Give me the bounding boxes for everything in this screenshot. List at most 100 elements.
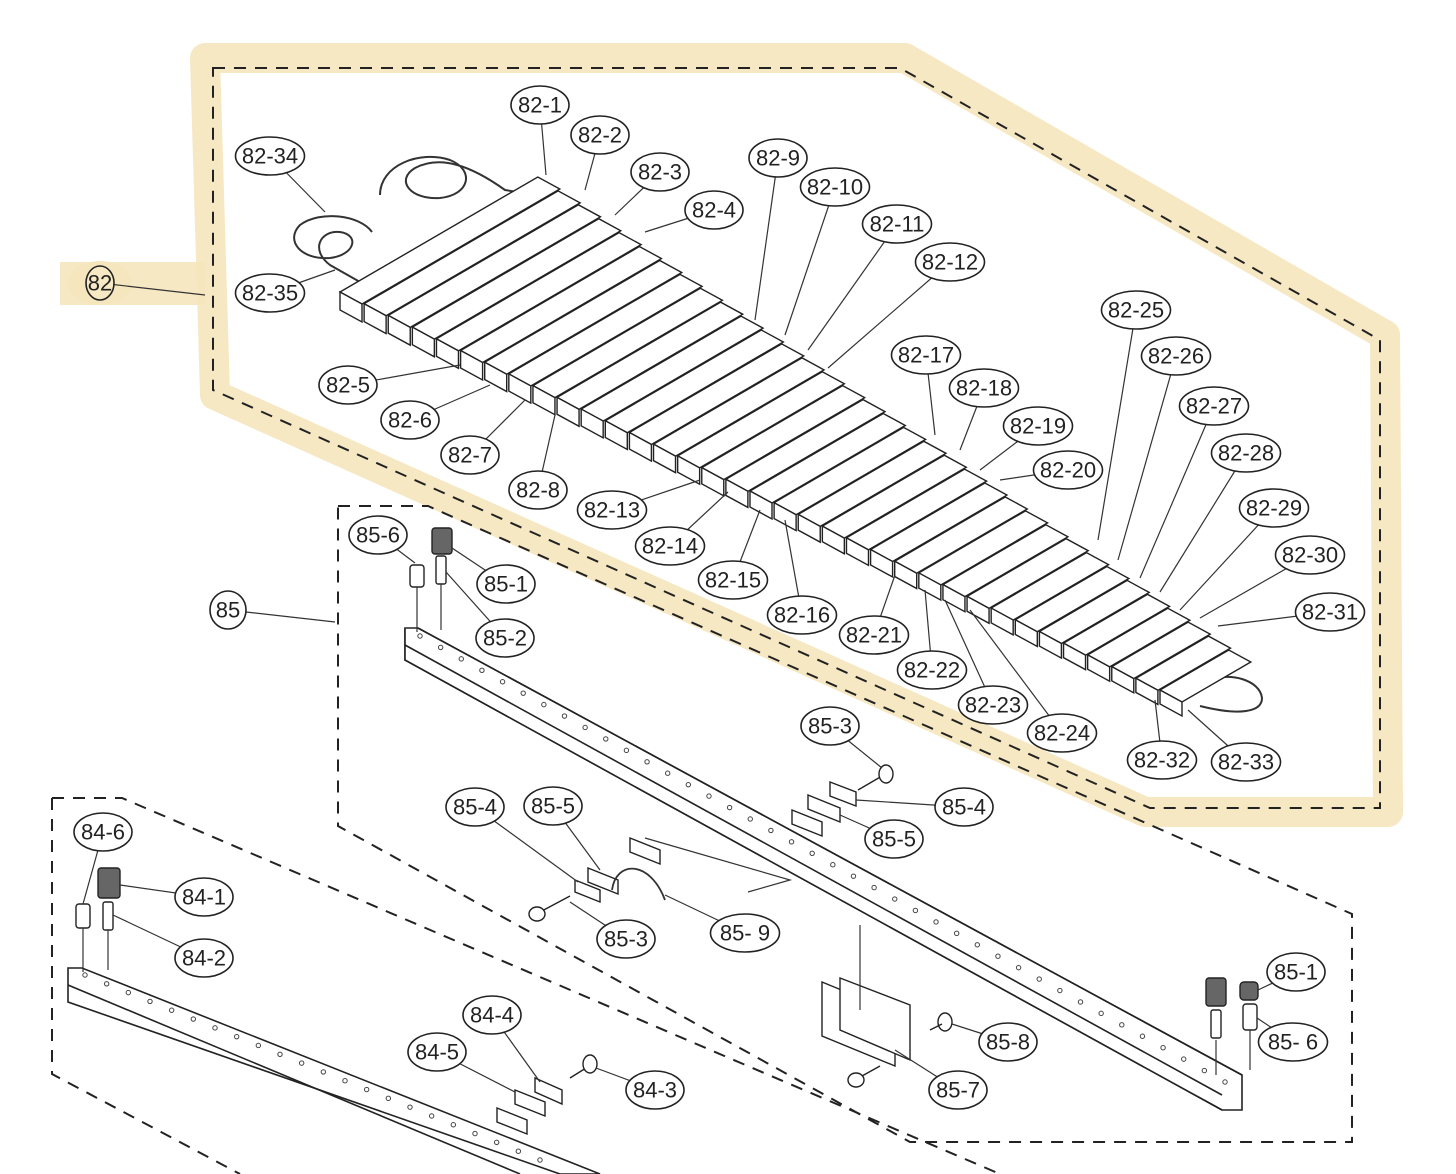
callout-label: 85-1 bbox=[484, 572, 528, 597]
callout-label: 82-11 bbox=[870, 212, 925, 237]
clip-85-1-right bbox=[1205, 977, 1227, 1007]
heater-slat bbox=[1134, 635, 1232, 706]
callout-label: 85-7 bbox=[936, 1078, 980, 1103]
heater-slat bbox=[531, 287, 724, 416]
callout-85-7: 85-7 bbox=[928, 1070, 988, 1110]
callout-label: 82 bbox=[88, 271, 112, 296]
rail-hole bbox=[428, 1113, 435, 1119]
heater-slat bbox=[965, 537, 1090, 625]
rail-hole bbox=[437, 644, 444, 651]
callout-label: 82-4 bbox=[692, 198, 736, 223]
rail-hole bbox=[953, 930, 960, 937]
callout-85-6a: 85-6 bbox=[348, 515, 408, 555]
callout-label: 82-23 bbox=[965, 693, 1021, 718]
callout-82-24: 82-24 bbox=[1026, 713, 1098, 753]
callout-label: 82-19 bbox=[1010, 414, 1066, 439]
leader-line bbox=[969, 609, 1063, 734]
rail-hole bbox=[1222, 1079, 1228, 1085]
rail-hole bbox=[82, 972, 88, 978]
rail-hole bbox=[644, 759, 650, 765]
rail-hole bbox=[255, 1042, 262, 1049]
callout-label: 85-5 bbox=[872, 827, 916, 852]
rail-85-holes bbox=[417, 633, 1228, 1085]
callout-85-3b: 85-3 bbox=[596, 919, 656, 959]
heater-slat bbox=[362, 190, 582, 335]
callout-label: 82-25 bbox=[1108, 298, 1164, 323]
rail-hole bbox=[561, 713, 568, 719]
pin-84-2 bbox=[102, 901, 114, 931]
rail-hole bbox=[233, 1033, 240, 1040]
heater-slat bbox=[1062, 593, 1171, 671]
rail-hole bbox=[912, 907, 919, 914]
callout-label: 85- 6 bbox=[1268, 1030, 1318, 1055]
stud-84-6 bbox=[75, 903, 91, 929]
leader-line bbox=[1097, 309, 1137, 541]
rail-hole bbox=[788, 839, 795, 845]
callout-85-8: 85-8 bbox=[978, 1022, 1038, 1062]
callout-82-27: 82-27 bbox=[1178, 386, 1250, 426]
clip-85-1-top bbox=[431, 527, 453, 555]
callout-82-1: 82-1 bbox=[510, 85, 570, 125]
callout-82-14: 82-14 bbox=[634, 526, 706, 566]
clip-84-1 bbox=[97, 867, 121, 899]
rail-hole bbox=[1139, 1033, 1146, 1039]
rail-hole bbox=[1015, 964, 1022, 971]
callout-82-12: 82-12 bbox=[914, 242, 986, 282]
callout-label: 82-15 bbox=[705, 568, 761, 593]
heater-slat bbox=[1158, 649, 1253, 718]
heater-slat bbox=[748, 412, 907, 521]
heater-slat bbox=[869, 482, 1009, 579]
leader-line bbox=[99, 282, 206, 296]
callout-82-11: 82-11 bbox=[861, 204, 933, 244]
callout-label: 84-6 bbox=[81, 820, 125, 845]
rail-hole bbox=[1201, 1067, 1208, 1074]
callout-label: 82-35 bbox=[242, 281, 298, 306]
callout-label: 82-30 bbox=[1282, 543, 1338, 568]
heater-slat bbox=[989, 551, 1110, 637]
callout-label: 84-5 bbox=[415, 1040, 459, 1065]
rail-hole bbox=[493, 1139, 500, 1146]
callout-82-19: 82-19 bbox=[1002, 406, 1074, 446]
leader-line bbox=[754, 157, 779, 321]
callout-label: 85-4 bbox=[453, 795, 497, 820]
callout-85-5b: 85-5 bbox=[523, 786, 583, 826]
rail-hole bbox=[1160, 1044, 1166, 1051]
rail-hole bbox=[168, 1007, 175, 1013]
callout-label: 82-1 bbox=[518, 93, 562, 118]
heater-slat bbox=[435, 231, 643, 370]
callout-82-21: 82-21 bbox=[838, 615, 910, 655]
callout-82-16: 82-16 bbox=[766, 595, 838, 635]
callout-85-6b: 85- 6 bbox=[1257, 1022, 1329, 1062]
heater-slat bbox=[652, 357, 826, 474]
callout-label: 84-1 bbox=[182, 885, 226, 910]
leader-line bbox=[807, 223, 898, 351]
rail-hole bbox=[1098, 1010, 1104, 1017]
callout-label: 85-8 bbox=[986, 1030, 1030, 1055]
rail-hole bbox=[933, 919, 939, 925]
callout-label: 82-22 bbox=[904, 658, 960, 683]
callout-label: 85-3 bbox=[604, 927, 648, 952]
rail-hole bbox=[768, 827, 774, 834]
callout-label: 85-2 bbox=[483, 626, 527, 651]
rail-hole bbox=[582, 724, 588, 731]
rail-hole bbox=[499, 679, 506, 685]
callout-label: 84-2 bbox=[182, 946, 226, 971]
callout-label: 85-6 bbox=[356, 523, 400, 548]
callout-82-23: 82-23 bbox=[957, 685, 1029, 725]
callout-85-3a: 85-3 bbox=[800, 706, 860, 746]
rail-hole bbox=[520, 690, 526, 696]
rail-hole bbox=[892, 896, 898, 902]
rail-hole bbox=[850, 873, 857, 879]
heater-slat bbox=[724, 398, 887, 509]
wire-coils bbox=[293, 155, 1264, 713]
heater-slat bbox=[483, 259, 684, 393]
rail-hole bbox=[664, 770, 671, 776]
callout-82-2: 82-2 bbox=[570, 115, 630, 155]
rail-hole bbox=[974, 942, 981, 948]
heater-slat bbox=[676, 370, 846, 486]
callout-82-8: 82-8 bbox=[508, 470, 568, 510]
callout-85-2: 85-2 bbox=[475, 618, 535, 658]
stud-85-6-right bbox=[1242, 1003, 1258, 1031]
heater-slat bbox=[627, 343, 806, 463]
